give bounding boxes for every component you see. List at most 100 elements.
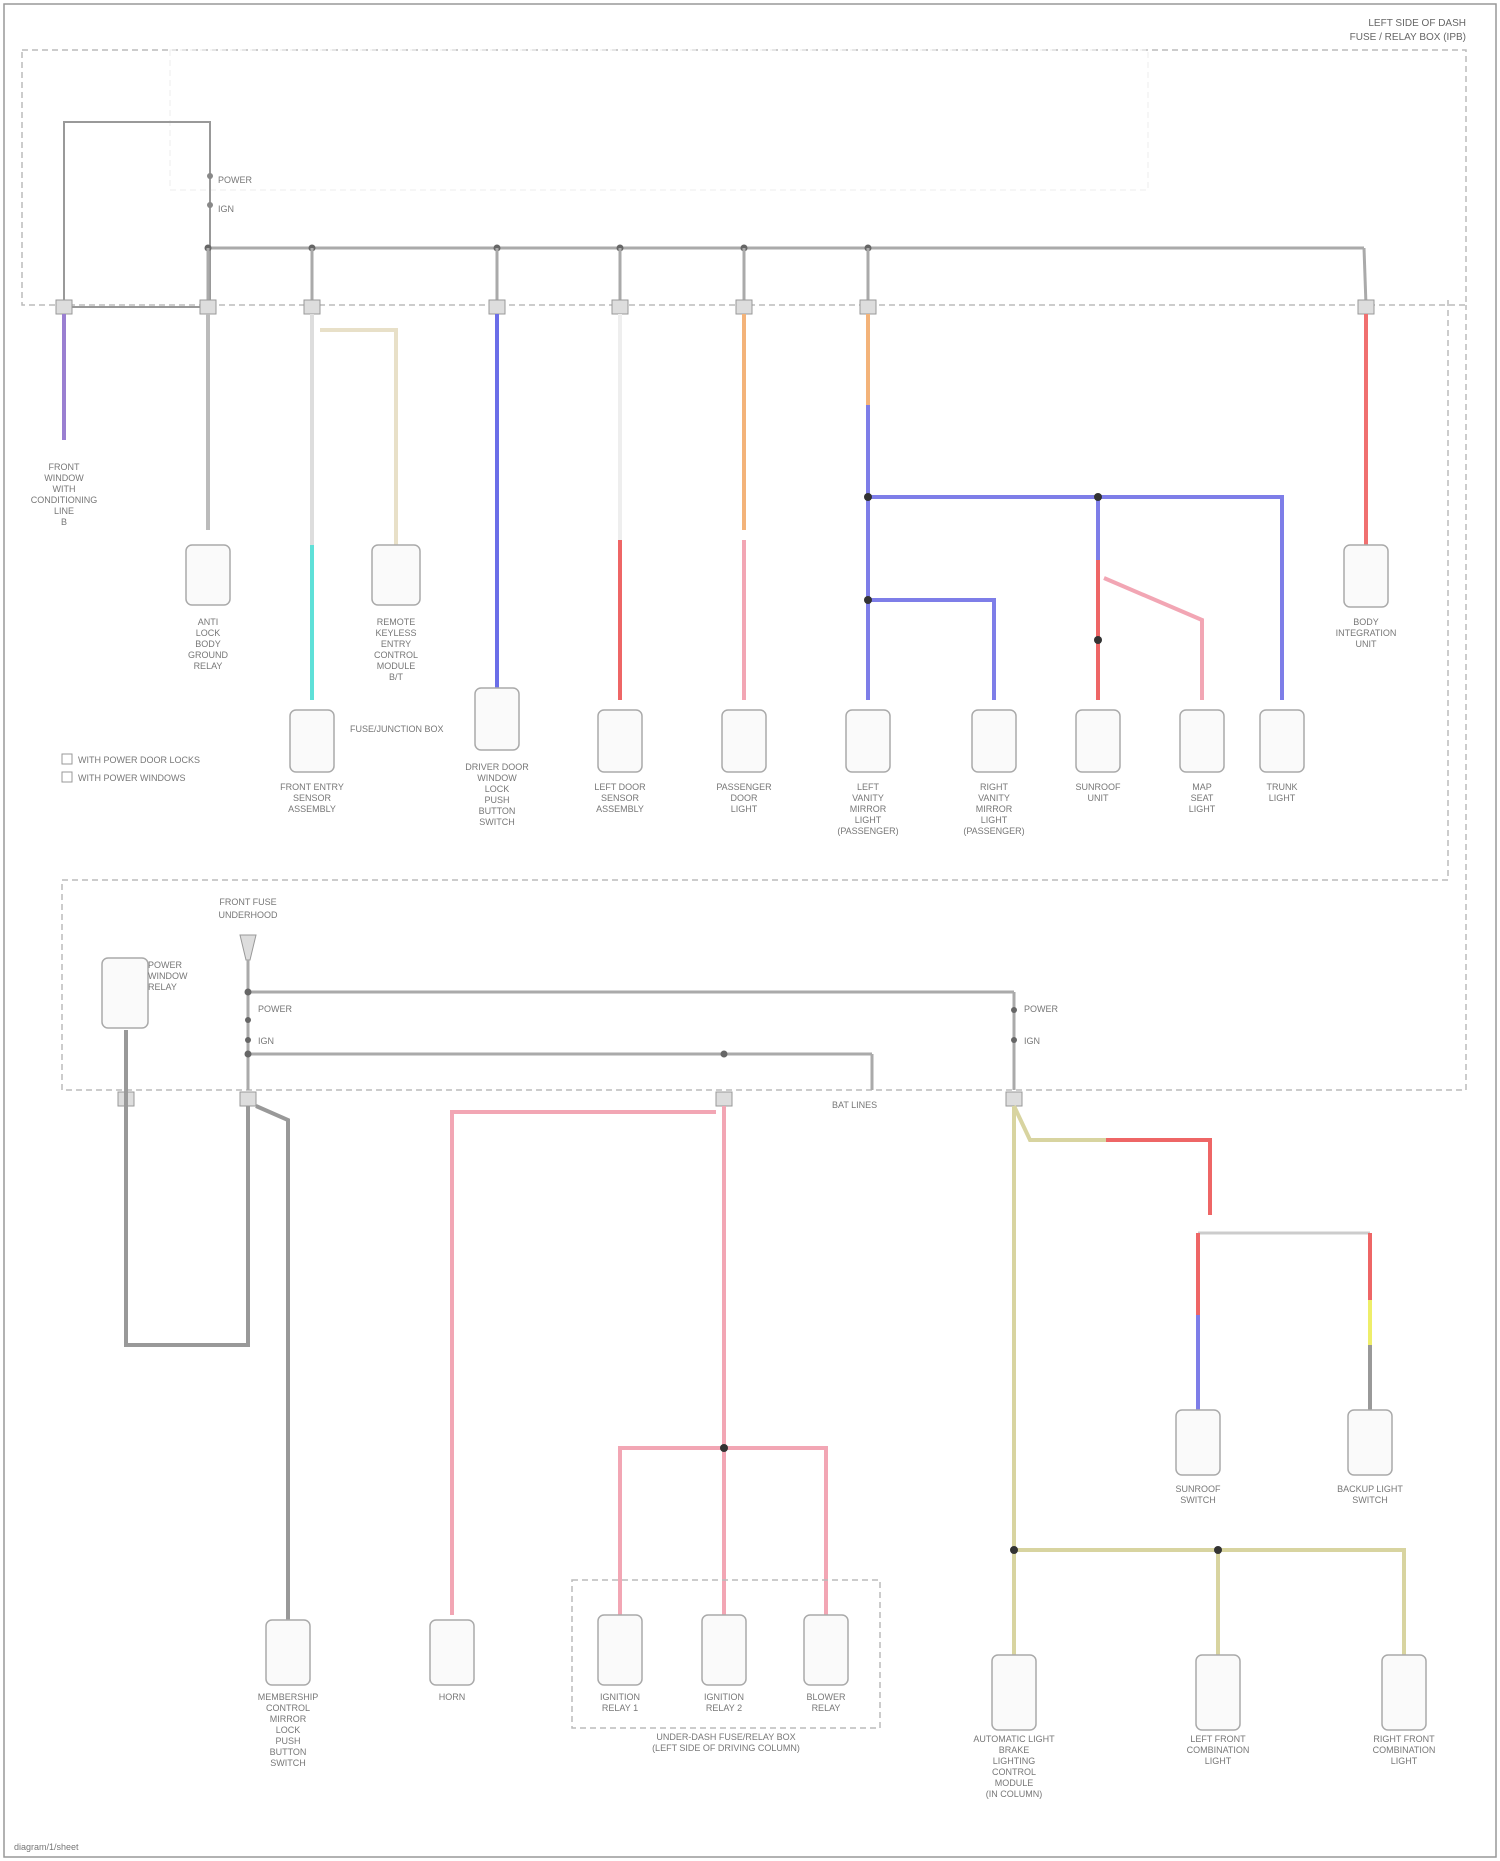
fuse-connector xyxy=(1358,300,1374,314)
bus-tail xyxy=(1364,248,1366,305)
legend-item-1: WITH POWER DOOR LOCKS xyxy=(78,755,200,765)
top-fuse-drops xyxy=(208,248,868,305)
power-a-label: POWER xyxy=(258,1004,293,1014)
top-power-node xyxy=(207,173,213,179)
fuse-connector xyxy=(1006,1092,1022,1106)
component-box xyxy=(475,688,519,750)
page-frame xyxy=(4,4,1496,1857)
footer: diagram/1/sheet xyxy=(14,1842,79,1852)
component-box xyxy=(598,1615,642,1685)
fuse-connector xyxy=(200,300,216,314)
legend-item-2: WITH POWER WINDOWS xyxy=(78,773,186,783)
wire-pink xyxy=(452,1112,716,1615)
component-box xyxy=(290,710,334,772)
fuse-connector xyxy=(716,1092,732,1106)
component-box xyxy=(372,545,420,605)
wire-pink xyxy=(1104,578,1202,700)
top-component-labels: FRONTWINDOWWITHCONDITIONINGLINEB ANTILOC… xyxy=(31,462,1397,836)
fuse-connector xyxy=(860,300,876,314)
wire-red xyxy=(1106,1140,1210,1215)
top-ign-node xyxy=(207,202,213,208)
component-box xyxy=(972,710,1016,772)
component-box xyxy=(1260,710,1304,772)
comp-label: HORN xyxy=(439,1692,466,1702)
component-box xyxy=(1176,1410,1220,1475)
bus-node xyxy=(721,1051,728,1058)
ign-a-label: IGN xyxy=(258,1036,274,1046)
relay-box xyxy=(102,958,148,1028)
bus-node xyxy=(245,1051,252,1058)
splice xyxy=(864,596,872,604)
bus-node xyxy=(245,1017,251,1023)
wire-gray-loop xyxy=(126,1030,248,1345)
bottom-fuse-connectors xyxy=(118,1092,1022,1106)
top-inner-dashed xyxy=(170,50,1148,190)
legend-marker xyxy=(62,772,72,782)
bus-node xyxy=(245,989,252,996)
comp-label: SUNROOFUNIT xyxy=(1076,782,1122,803)
relay-group-label: UNDER-DASH FUSE/RELAY BOX(LEFT SIDE OF D… xyxy=(652,1732,800,1753)
bottom-component-boxes xyxy=(266,1410,1426,1730)
bottom-bus-nodes xyxy=(245,989,1018,1058)
bus-node xyxy=(1011,1007,1017,1013)
component-box xyxy=(1196,1655,1240,1730)
header-line-1: LEFT SIDE OF DASH xyxy=(1368,18,1466,29)
fuse-connector xyxy=(489,300,505,314)
top-fuse-connectors xyxy=(56,300,1374,314)
component-box xyxy=(804,1615,848,1685)
component-box xyxy=(722,710,766,772)
splice xyxy=(1214,1546,1222,1554)
splice xyxy=(864,493,872,501)
fuse-connector xyxy=(240,1092,256,1106)
bus-node xyxy=(1011,1037,1017,1043)
component-box xyxy=(186,545,230,605)
component-box xyxy=(1180,710,1224,772)
header-line-2: FUSE / RELAY BOX (IPB) xyxy=(1350,32,1466,43)
splice xyxy=(1010,1546,1018,1554)
component-box xyxy=(1348,1410,1392,1475)
wire-tan xyxy=(1014,1550,1404,1655)
component-box xyxy=(992,1655,1036,1730)
fuse-connector xyxy=(56,300,72,314)
bottom-splices xyxy=(720,1444,1222,1554)
bottom-wires xyxy=(126,1030,1404,1655)
fuse-connector xyxy=(304,300,320,314)
component-box xyxy=(1344,545,1388,607)
splice xyxy=(1094,493,1102,501)
ign-b-label: IGN xyxy=(1024,1036,1040,1046)
component-box xyxy=(702,1615,746,1685)
top-ign-label: IGN xyxy=(218,204,234,214)
component-box xyxy=(430,1620,474,1685)
bottom-fusebox-title-2: UNDERHOOD xyxy=(218,910,278,920)
component-box xyxy=(1382,1655,1426,1730)
power-b-label: POWER xyxy=(1024,1004,1059,1014)
wire-blue xyxy=(868,600,994,700)
bus-node xyxy=(245,1037,251,1043)
wire-beige xyxy=(320,330,396,545)
splice xyxy=(720,1444,728,1452)
top-wires xyxy=(64,314,1366,700)
fuse-connector xyxy=(612,300,628,314)
fusebox-connector-icon xyxy=(240,935,256,960)
component-box xyxy=(1076,710,1120,772)
splice xyxy=(1094,636,1102,644)
component-box xyxy=(598,710,642,772)
component-box xyxy=(846,710,890,772)
wire-tan xyxy=(1014,1106,1106,1140)
top-component-boxes xyxy=(186,545,1388,772)
legend: WITH POWER DOOR LOCKS WITH POWER WINDOWS xyxy=(62,754,200,783)
